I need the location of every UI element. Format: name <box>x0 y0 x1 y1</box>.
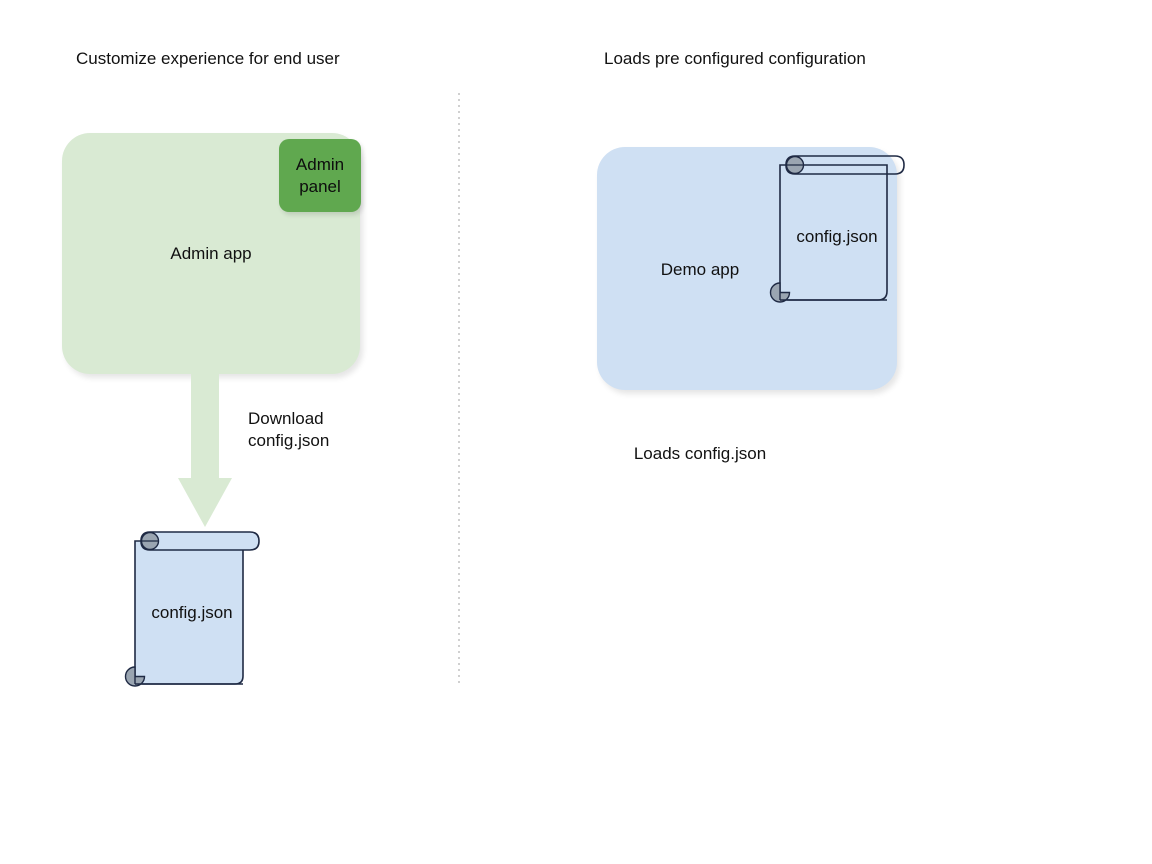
scroll-bottom-curl <box>124 666 146 687</box>
down-arrow-icon <box>178 372 232 527</box>
scroll-document-top-roll <box>140 531 260 551</box>
admin-panel-box[interactable] <box>279 139 361 212</box>
download-arrow-label-text: Download config.json <box>248 409 330 450</box>
right-document-label: config.json <box>796 227 878 246</box>
admin-panel-label: Admin panel <box>295 155 345 196</box>
demo-app-label: Demo app <box>660 260 740 279</box>
scroll-top-roll-knob <box>140 531 160 551</box>
left-document-label: config.json <box>151 603 233 622</box>
download-arrow-label: Download config.json <box>248 408 428 452</box>
right-column-heading: Loads pre configured configuration <box>604 49 866 68</box>
admin-app-label: Admin app <box>170 244 252 263</box>
loads-config-caption: Loads config.json <box>633 444 767 463</box>
left-column-heading: Customize experience for end user <box>76 49 340 68</box>
